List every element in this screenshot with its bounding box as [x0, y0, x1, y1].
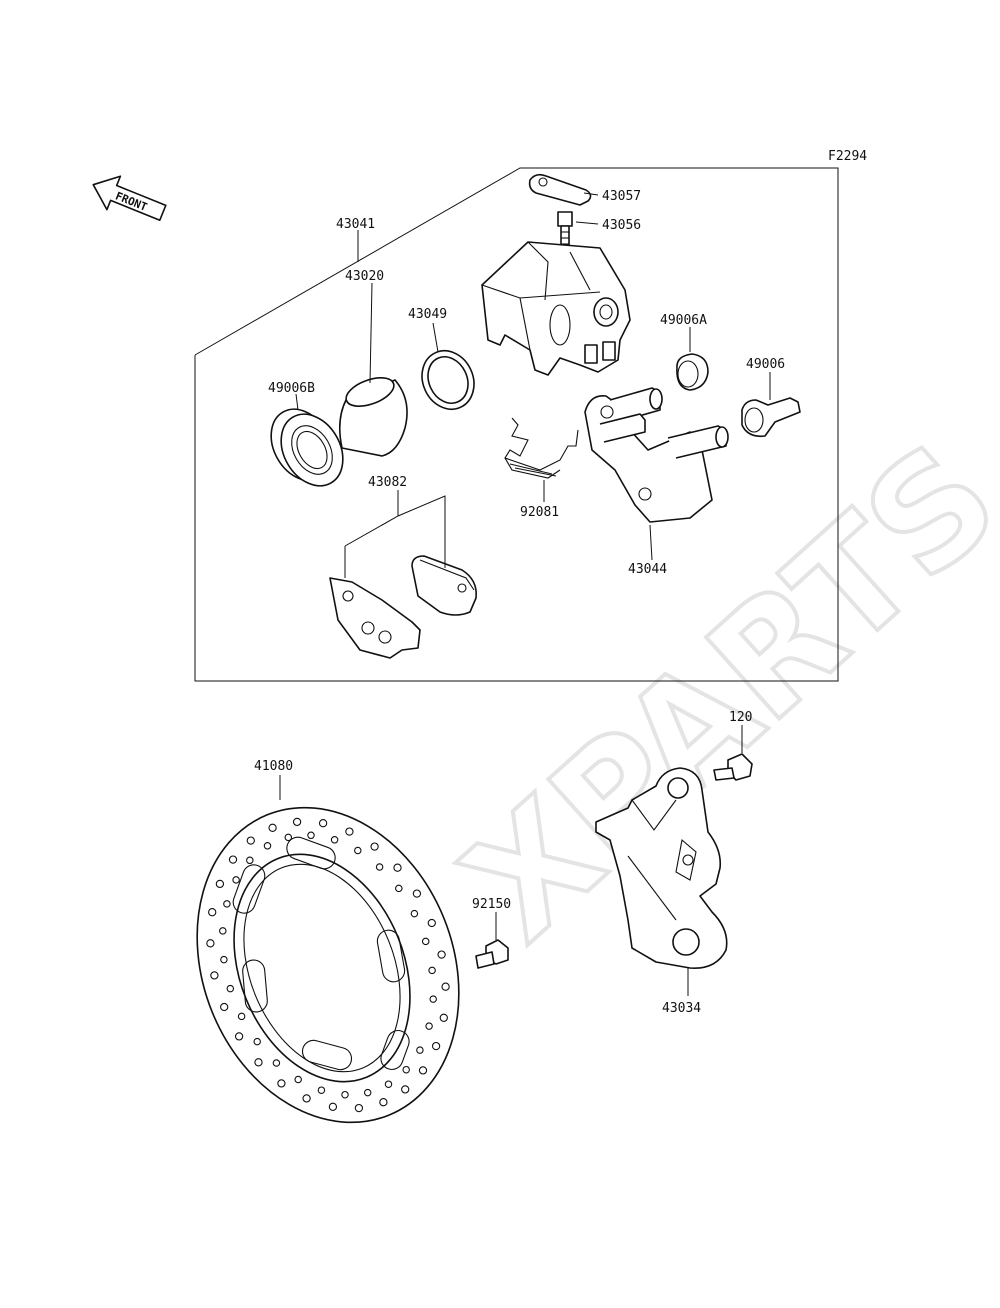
disc-hole — [370, 842, 379, 851]
disc-hole — [277, 1079, 286, 1088]
disc-hole — [379, 1098, 388, 1107]
disc-hole — [401, 1085, 410, 1094]
disc-hole — [292, 817, 302, 827]
disc-hole — [328, 1102, 338, 1111]
disc-hole — [410, 909, 419, 918]
disc-hole — [215, 879, 225, 889]
caliper-bracket — [595, 767, 728, 996]
disc-hole — [439, 1013, 448, 1022]
disc-hole — [254, 1058, 263, 1067]
disc-hole — [294, 1075, 302, 1084]
disc-hole — [354, 1103, 364, 1113]
boot-a — [676, 327, 709, 391]
disc-hole — [384, 1080, 393, 1088]
caliper-body — [481, 241, 631, 376]
label-bleed-cap: 43057 — [602, 189, 641, 204]
caliper-assembly-frame — [194, 167, 839, 682]
disc-hole — [330, 836, 339, 844]
disc-hole — [302, 1094, 311, 1103]
disc-hole — [345, 827, 354, 836]
brake-disc — [196, 775, 460, 1124]
disc-hole — [363, 1088, 372, 1097]
disc-hole — [223, 900, 231, 908]
piston-seal — [421, 322, 475, 410]
disc-hole — [427, 918, 436, 928]
label-piston: 43020 — [345, 269, 384, 284]
disc-bolt — [475, 912, 509, 969]
dust-seal — [270, 393, 344, 487]
label-disc-bolt: 92150 — [472, 897, 511, 912]
disc-hole — [428, 966, 436, 975]
disc-hole — [395, 884, 403, 893]
disc-hole — [220, 1002, 229, 1012]
disc-hole — [318, 819, 328, 828]
disc-hole — [228, 855, 238, 864]
disc-hole — [416, 1046, 424, 1054]
label-bolt: 120 — [729, 710, 752, 725]
brake-pad-assy — [329, 490, 478, 659]
disc-hole — [263, 842, 272, 850]
disc-hole — [253, 1037, 261, 1046]
piston — [338, 282, 408, 457]
bolt — [713, 725, 753, 781]
label-bleed-valve: 43056 — [602, 218, 641, 233]
label-pad-spring: 92081 — [520, 505, 559, 520]
pad-spring — [504, 417, 579, 502]
disc-hole — [421, 937, 430, 946]
figure-code: F2294 — [828, 149, 867, 164]
label-dust-seal: 49006B — [268, 381, 315, 396]
disc-hole — [284, 833, 293, 842]
disc-hole — [429, 995, 437, 1003]
label-boot-a: 49006A — [660, 313, 707, 328]
disc-hole — [375, 863, 384, 871]
disc-hole — [437, 950, 446, 959]
disc-hole — [425, 1022, 433, 1030]
disc-hole — [206, 939, 215, 948]
disc-holes — [206, 817, 450, 1113]
label-caliper-holder: 43044 — [628, 562, 667, 577]
caliper-holder — [584, 387, 729, 561]
disc-hole — [272, 1059, 281, 1067]
boot — [741, 372, 801, 438]
disc-hole — [246, 836, 255, 845]
label-caliper-bracket: 43034 — [662, 1001, 701, 1016]
disc-hole — [402, 1065, 410, 1074]
disc-hole — [208, 908, 217, 917]
disc-hole — [307, 831, 315, 840]
label-caliper-assy: 43041 — [336, 217, 375, 232]
label-brake-disc: 41080 — [254, 759, 293, 774]
disc-hole — [317, 1086, 326, 1094]
disc-hole — [226, 984, 235, 993]
disc-hole — [354, 846, 362, 855]
disc-hole — [210, 971, 219, 980]
bleed-cap — [528, 173, 599, 206]
disc-hole — [418, 1066, 428, 1075]
disc-hole — [441, 982, 450, 991]
label-brake-pad-assy: 43082 — [368, 475, 407, 490]
disc-hole — [431, 1041, 441, 1051]
disc-hole — [232, 876, 240, 884]
disc-hole — [237, 1012, 246, 1021]
disc-hole — [393, 863, 402, 872]
disc-hole — [219, 927, 227, 935]
disc-hole — [341, 1090, 349, 1099]
disc-hole — [220, 955, 228, 964]
watermark: XPARTS — [433, 412, 1000, 974]
disc-hole — [268, 823, 277, 832]
disc-hole — [234, 1032, 244, 1041]
disc-hole — [246, 856, 254, 865]
front-arrow-icon: FRONT — [92, 175, 167, 222]
disc-hole — [412, 889, 422, 898]
label-piston-seal: 43049 — [408, 307, 447, 322]
label-boot: 49006 — [746, 357, 785, 372]
